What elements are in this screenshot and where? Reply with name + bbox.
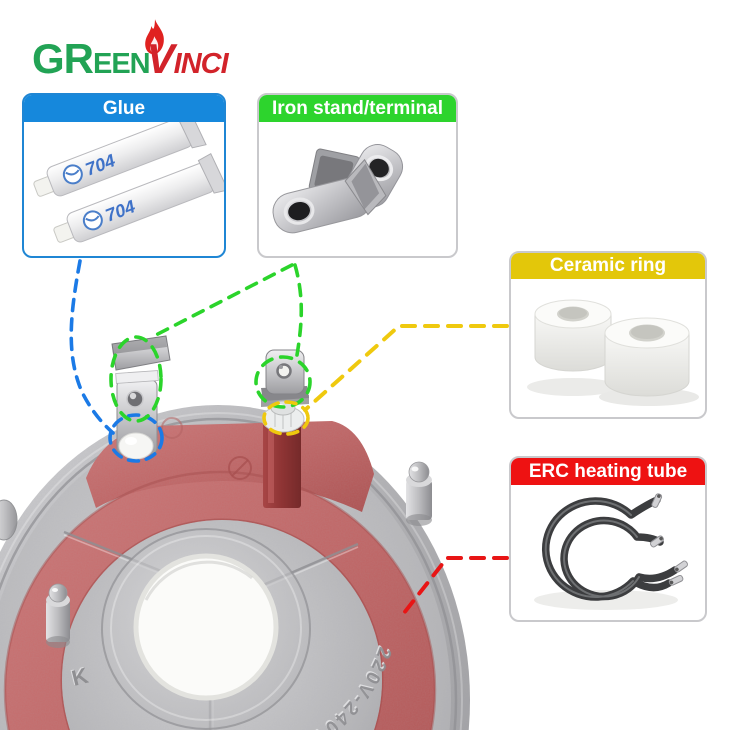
brand-name-red: Vinci (146, 35, 229, 82)
terminal-highlight-circle-left (109, 335, 163, 423)
tube-terminal-pin (668, 574, 684, 586)
heating-tube-illustration (534, 493, 688, 610)
mounting-stud-left-edge (0, 499, 18, 541)
ceramic-ring-label: Ceramic ring (511, 253, 705, 279)
callout-card-iron-stand: Iron stand/terminal (257, 93, 458, 258)
glue-tube: 704 (53, 152, 224, 243)
erc-heating-tube-label: ERC heating tube (511, 458, 705, 485)
terminal-bracket (272, 158, 387, 234)
heating-tube-connector-line (402, 556, 509, 615)
svg-text:K: K (69, 663, 91, 691)
ceramic-connector-line (303, 324, 509, 412)
coiled-tube (541, 496, 679, 601)
glue-label: Glue (24, 95, 224, 122)
tube-terminal-pin (674, 560, 688, 573)
ceramic-ring (534, 299, 612, 372)
center-hole (133, 553, 279, 701)
ceramic-rings-illustration (527, 299, 699, 406)
glue-blob (118, 432, 154, 460)
heating-tube-post (263, 420, 301, 508)
brand-logo: GReenVinci (32, 14, 262, 86)
flame-icon (145, 19, 164, 55)
terminal-connector-line-right (293, 263, 304, 357)
plate-inner-face (62, 520, 382, 730)
glue-connector-line (69, 259, 115, 435)
callout-card-erc-heating-tube: ERC heating tube (509, 456, 707, 622)
glue-tubes-illustration: 704 704 (33, 107, 224, 243)
iron-brackets-illustration (272, 144, 404, 234)
callout-card-glue: Glue 704 (22, 93, 226, 258)
tube-terminal-pin (650, 535, 664, 548)
embossed-mark (228, 456, 252, 480)
mounting-stud-left (46, 583, 70, 648)
brand-name: GReenVinci (32, 35, 229, 82)
embossed-letter: K K (68, 662, 91, 691)
mounting-stud-right (406, 461, 432, 526)
ceramic-highlight-circle (262, 400, 310, 436)
tube-terminal-pin (651, 493, 663, 508)
callout-card-ceramic-ring: Ceramic ring (509, 251, 707, 419)
terminal-highlight-circle-right (254, 355, 312, 409)
glue-highlight-circle (108, 413, 164, 463)
brand-name-green: GReen (32, 35, 151, 82)
svg-text:K: K (68, 662, 90, 690)
ceramic-ring (604, 317, 690, 397)
iron-stand-label: Iron stand/terminal (259, 95, 456, 122)
terminal-connector-line-left (152, 263, 294, 338)
